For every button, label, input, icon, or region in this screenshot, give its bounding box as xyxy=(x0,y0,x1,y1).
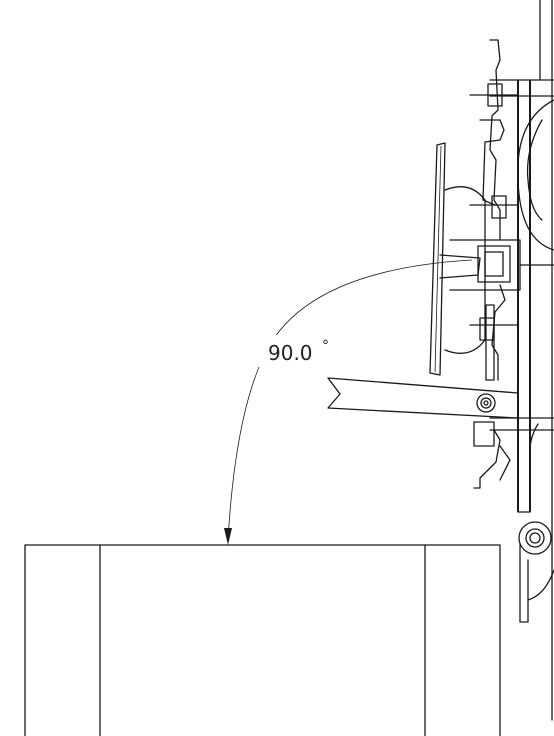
angle-dimension: 90.0 ° xyxy=(224,259,473,545)
lower-bracket xyxy=(473,421,539,489)
horizontal-arm xyxy=(327,377,519,419)
dimension-arc xyxy=(227,259,473,541)
middle-bracket xyxy=(469,284,519,381)
degree-symbol: ° xyxy=(322,338,329,354)
dimension-arrowhead xyxy=(224,528,232,545)
upper-bracket xyxy=(469,39,554,251)
pivot-knob xyxy=(518,521,554,623)
base-block xyxy=(24,544,501,736)
angle-value: 90.0 xyxy=(268,341,313,365)
monitor-plate xyxy=(429,142,554,376)
